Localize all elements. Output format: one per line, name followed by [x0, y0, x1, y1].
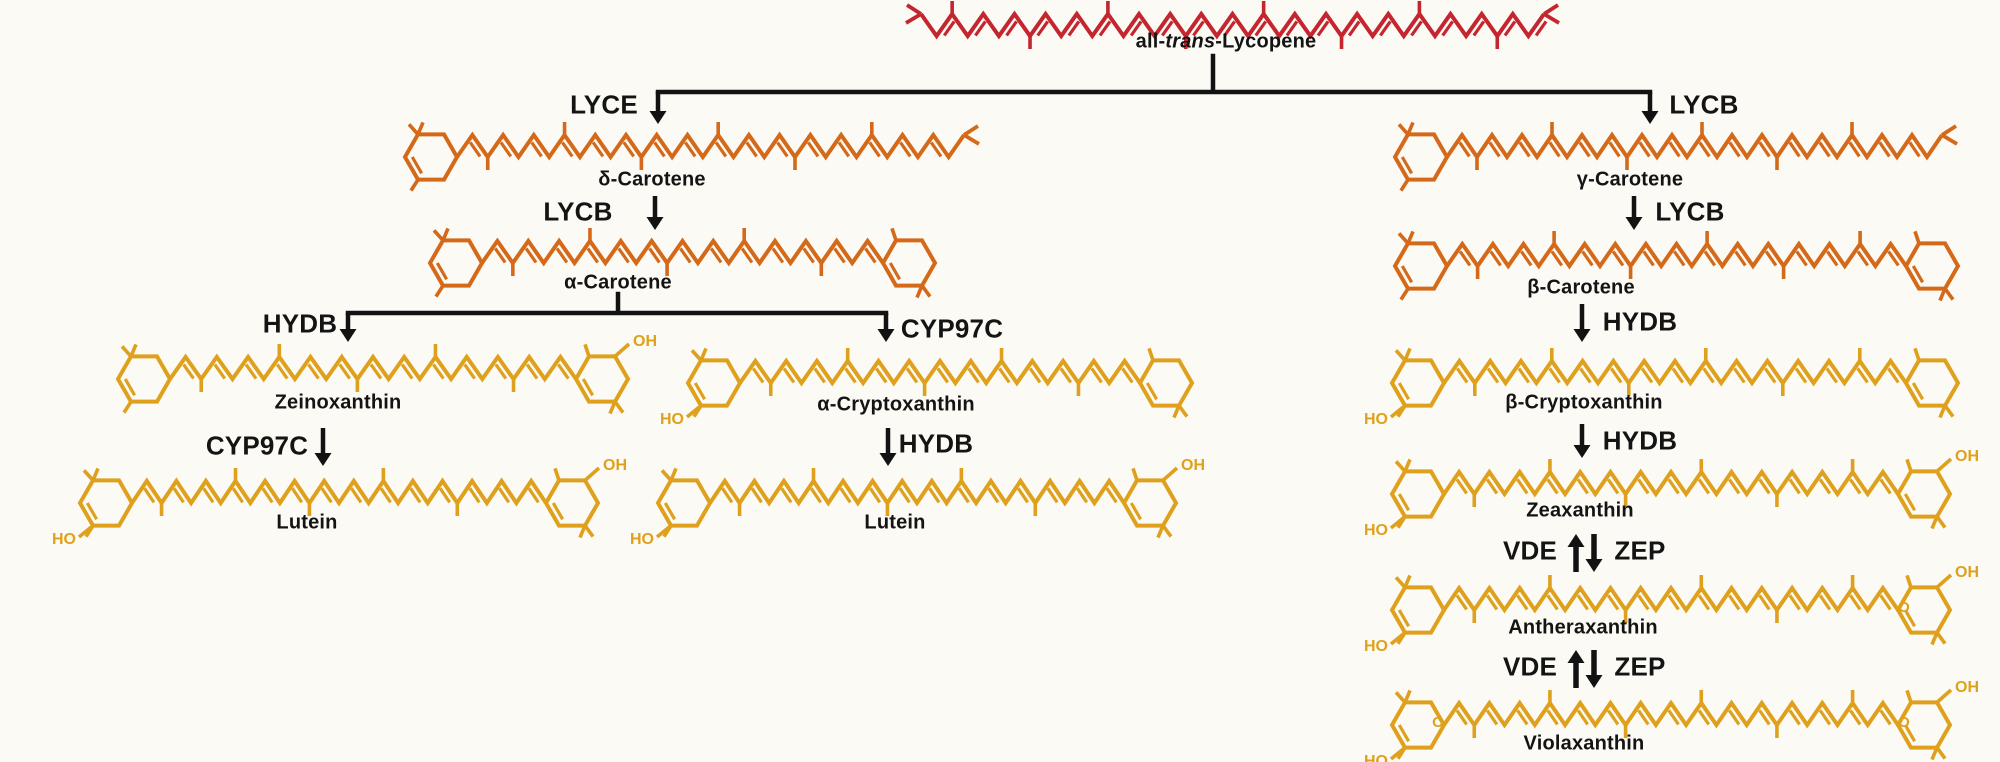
enzyme-label-cyp97c-branch: CYP97C: [900, 313, 1004, 344]
arrow-cyp97c-branch: [877, 313, 895, 342]
arrow-hydb-branch: [339, 313, 357, 342]
molecule-beta-carotene: [1392, 230, 1961, 302]
label-antheraxanthin: Antheraxanthin: [1508, 616, 1658, 639]
label-lycopene-suffix: -Lycopene: [1215, 30, 1317, 53]
oh-label: OH: [633, 333, 657, 350]
oh-label: OH: [1955, 448, 1979, 465]
arrow-lycb-right: [1641, 92, 1659, 124]
molecule-gamma-carotene: [1392, 121, 1958, 192]
vde-zep-2: [1567, 650, 1603, 688]
molecule-zeinoxanthin: OH: [115, 333, 657, 415]
label-lutein-mid: Lutein: [864, 511, 926, 534]
ho-label: HO: [1364, 638, 1388, 655]
oh-label: OH: [1181, 457, 1205, 474]
molecule-lutein-left: HO OH: [52, 457, 627, 548]
ho-label: HO: [660, 411, 684, 428]
branch-alpha-carotene: [345, 291, 889, 316]
enzyme-label-hydb-lutein: HYDB: [898, 428, 974, 459]
label-lycopene-prefix: all-: [1135, 30, 1166, 53]
enzyme-label-lycb-right: LYCB: [1669, 89, 1739, 120]
enzyme-label-cyp97c-lutein: CYP97C: [205, 430, 309, 461]
label-zeinoxanthin: Zeinoxanthin: [274, 391, 402, 414]
enzyme-label-lycb-gamma: LYCB: [1655, 196, 1725, 227]
branch-lycopene: [655, 53, 1653, 95]
label-alpha-cryptoxanthin: α-Cryptoxanthin: [817, 393, 975, 416]
molecule-lycopene: [905, 1, 1560, 49]
label-gamma-carotene: γ-Carotene: [1576, 168, 1684, 191]
enzyme-label-vde-1: VDE: [1502, 535, 1558, 566]
molecule-alpha-carotene: [427, 227, 938, 299]
label-lutein-left: Lutein: [276, 511, 338, 534]
label-beta-cryptoxanthin: β-Cryptoxanthin: [1505, 391, 1663, 414]
arrow-lycb-gamma: [1625, 196, 1643, 230]
enzyme-label-vde-2: VDE: [1502, 651, 1558, 682]
molecule-alpha-cryptoxanthin: HO: [660, 347, 1195, 428]
label-alpha-carotene: α-Carotene: [564, 271, 672, 294]
epoxide-label: O: [1432, 714, 1444, 731]
arrow-hydb-lutein: [879, 428, 897, 466]
molecule-delta-carotene: [402, 121, 980, 192]
label-lycopene: all-trans-Lycopene: [1136, 31, 1317, 54]
oh-label: OH: [603, 457, 627, 474]
label-zeaxanthin: Zeaxanthin: [1526, 499, 1634, 522]
ho-label: HO: [52, 531, 76, 548]
molecule-zeaxanthin: HO OH: [1364, 448, 1979, 539]
vde-zep-1: [1567, 534, 1603, 572]
enzyme-label-zep-1: ZEP: [1614, 535, 1666, 566]
oh-label: OH: [1955, 564, 1979, 581]
molecule-violaxanthin: HO O OH O: [1364, 679, 1979, 762]
enzyme-label-hydb-betacrypto: HYDB: [1602, 425, 1678, 456]
molecule-beta-cryptoxanthin: HO: [1364, 347, 1961, 428]
label-lycopene-italic: trans: [1165, 30, 1216, 53]
epoxide-label: O: [1898, 599, 1910, 616]
arrow-hydb-betacrypto: [1573, 424, 1591, 458]
enzyme-label-zep-2: ZEP: [1614, 651, 1666, 682]
ho-label: HO: [630, 531, 654, 548]
ho-label: HO: [1364, 753, 1388, 762]
molecule-lutein-mid: HO OH: [630, 457, 1205, 548]
ho-label: HO: [1364, 522, 1388, 539]
label-violaxanthin: Violaxanthin: [1523, 732, 1645, 755]
enzyme-label-lycb-left: LYCB: [543, 196, 613, 227]
arrow-lyce: [649, 92, 667, 124]
molecule-antheraxanthin: HO OH O: [1364, 564, 1979, 655]
label-delta-carotene: δ-Carotene: [598, 168, 706, 191]
arrow-hydb-beta: [1573, 304, 1591, 342]
arrow-cyp97c-lutein: [314, 428, 332, 466]
enzyme-label-hydb-beta: HYDB: [1602, 306, 1678, 337]
ho-label: HO: [1364, 411, 1388, 428]
enzyme-label-hydb-branch: HYDB: [262, 308, 338, 339]
arrow-lycb-left: [646, 196, 664, 230]
oh-label: OH: [1955, 679, 1979, 696]
enzyme-label-lyce: LYCE: [570, 89, 638, 120]
label-beta-carotene: β-Carotene: [1527, 276, 1635, 299]
epoxide-label: O: [1898, 714, 1910, 731]
